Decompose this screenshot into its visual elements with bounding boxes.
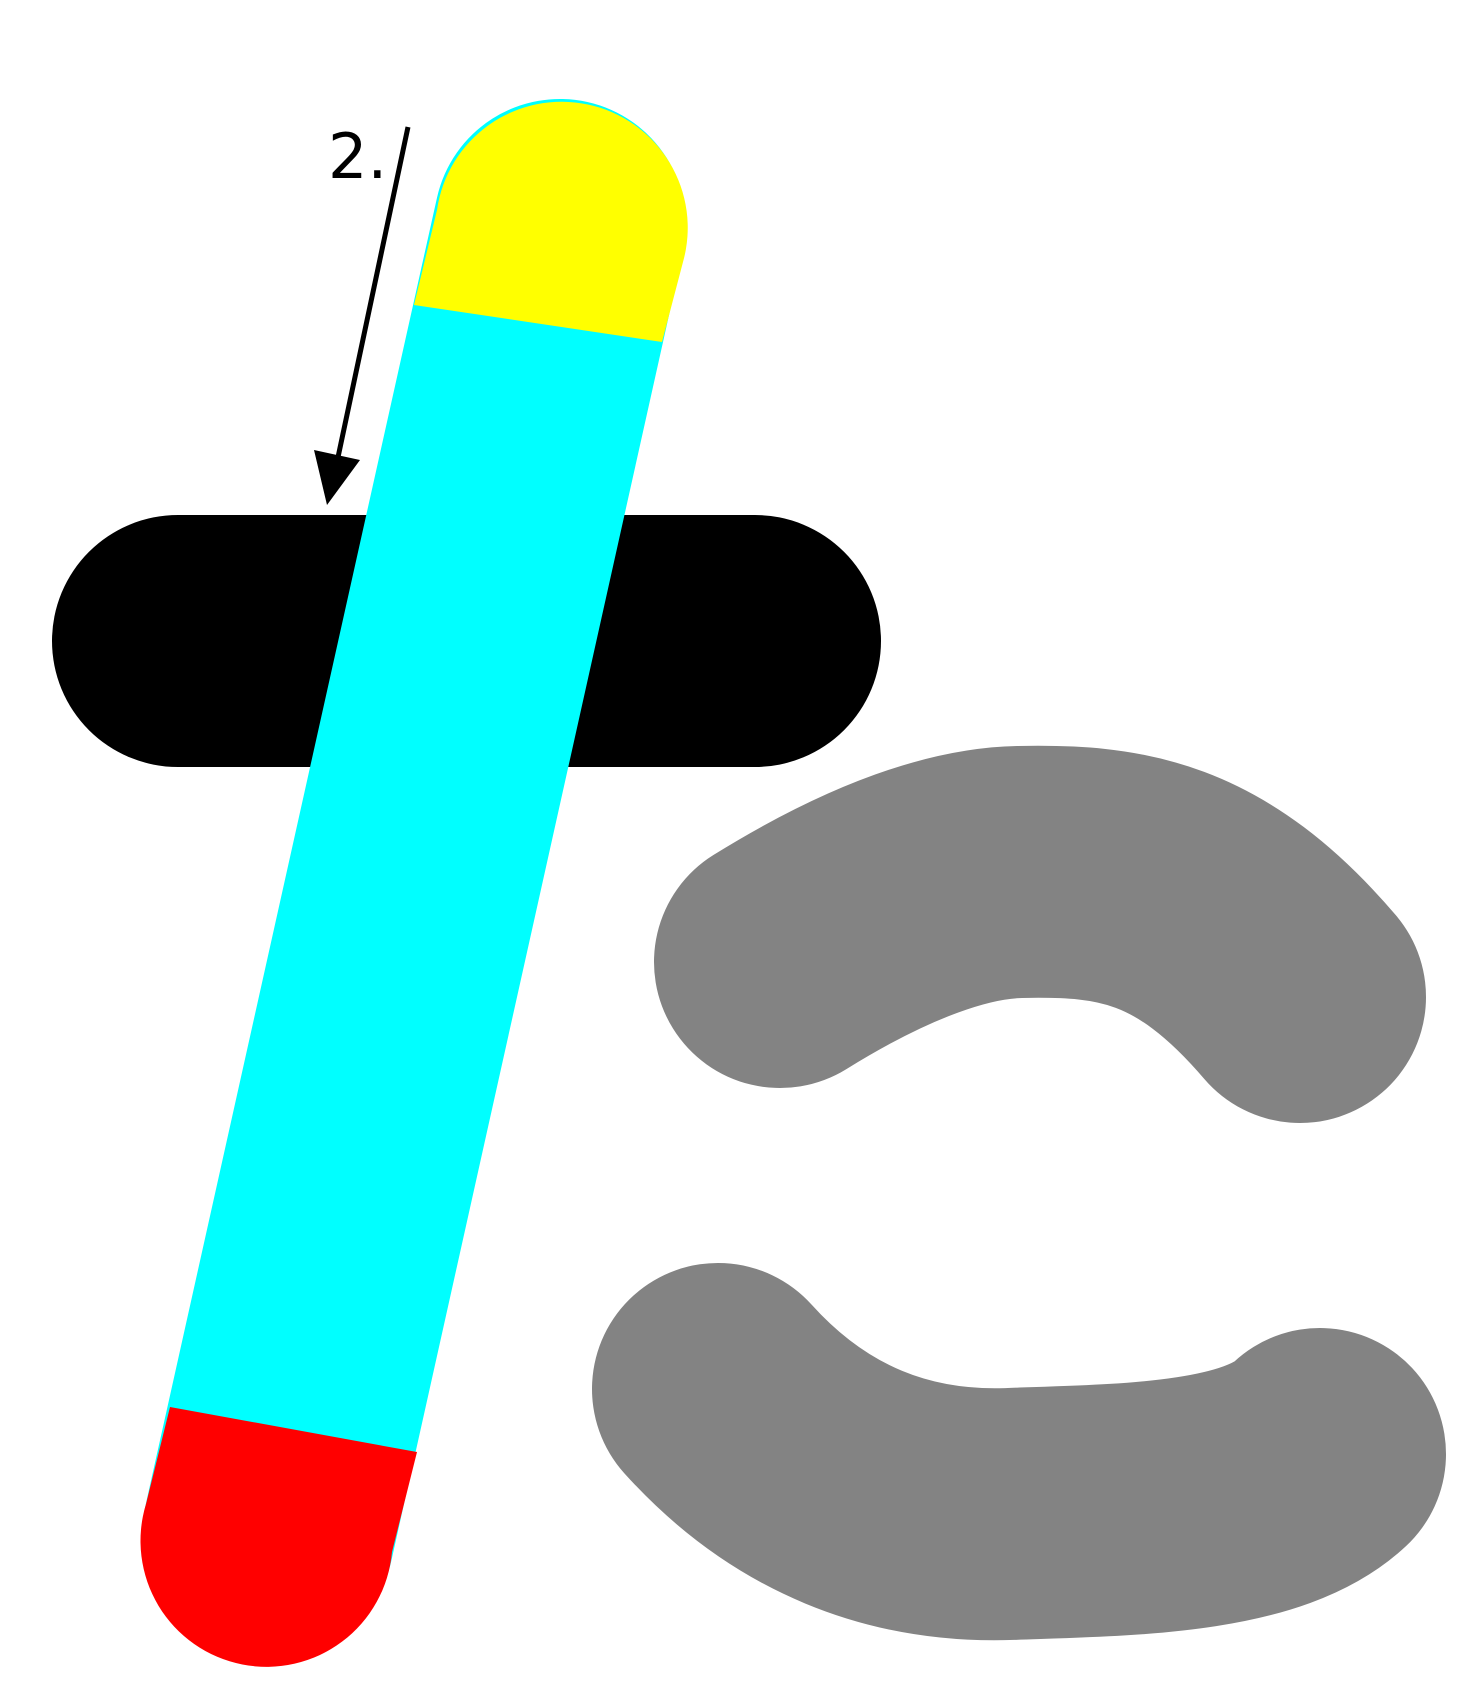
pending-stroke-smile xyxy=(592,1263,1446,1641)
arrow-down-icon xyxy=(314,450,360,505)
stroke-end-cap xyxy=(140,1407,417,1667)
current-stroke-vertical xyxy=(140,99,688,1667)
step-number-label: 2. xyxy=(328,120,387,193)
pending-stroke-arch xyxy=(654,745,1426,1123)
stroke-direction-arrow xyxy=(314,126,411,505)
stroke-start-cap xyxy=(414,101,688,343)
